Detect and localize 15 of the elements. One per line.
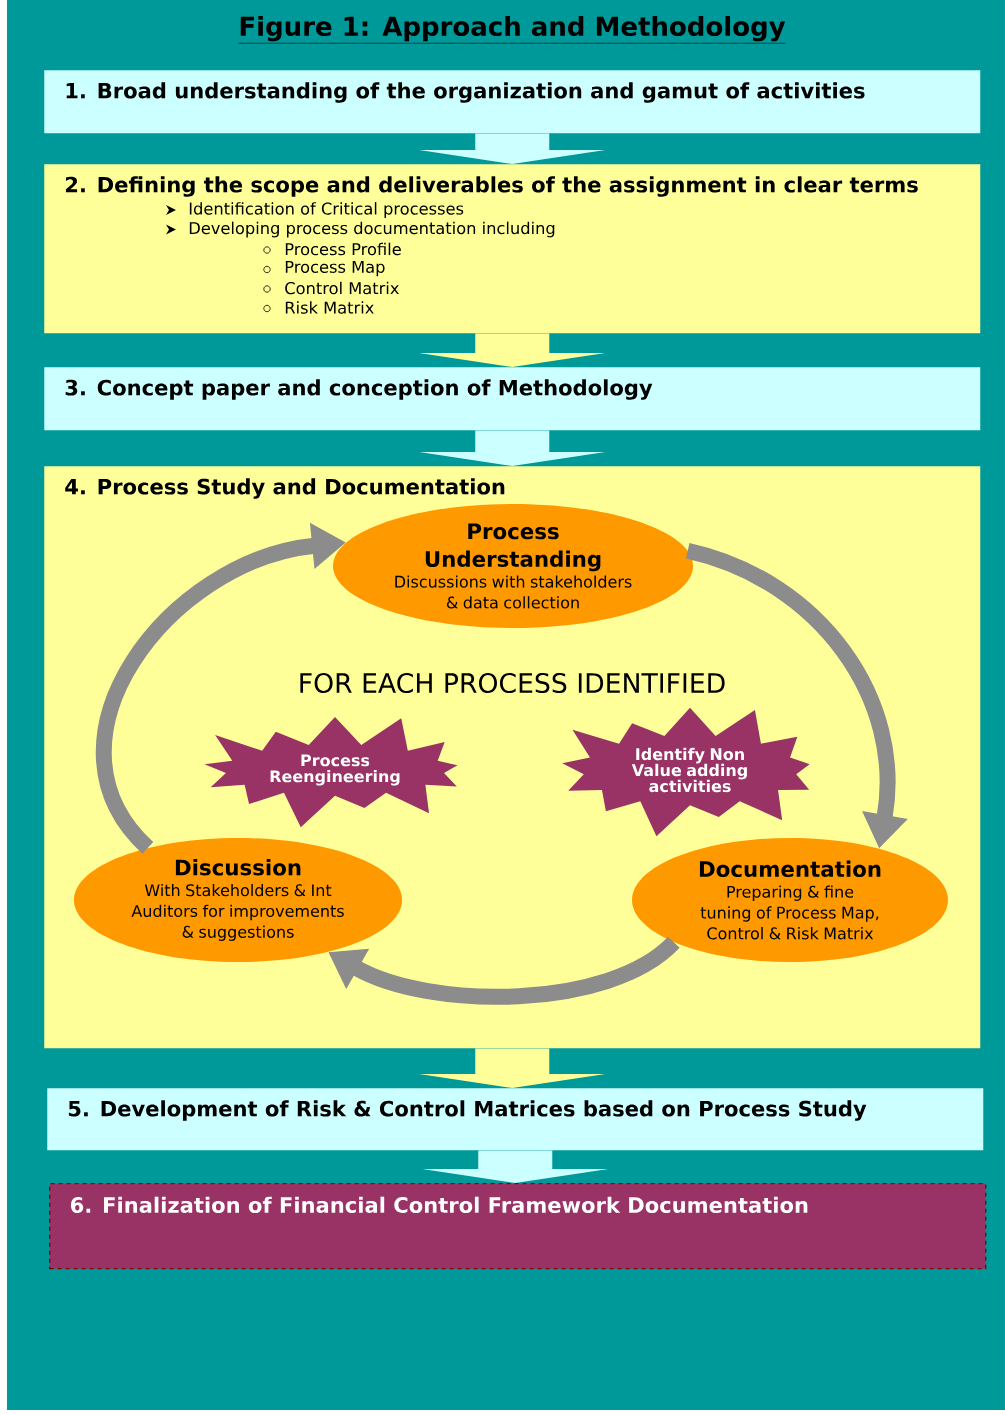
step-box: 6. Finalization of Financial Control Framework Documentation: [49, 1183, 987, 1270]
bullet-text: Identification of Critical processes: [189, 202, 464, 218]
step-box: 5. Development of Risk & Control Matrices based on Process Study: [47, 1088, 984, 1151]
starburst: Process Reengineering: [204, 717, 458, 828]
starburst: Identify Non Value adding activities: [562, 707, 810, 837]
caption-text: FOR EACH PROCESS IDENTIFIED: [300, 672, 725, 694]
bullet-text: Risk Matrix: [285, 301, 374, 314]
bullet-text: Developing process documentation including: [189, 221, 555, 238]
step-box: 1. Broad understanding of the organization and gamut of activities: [44, 70, 981, 134]
bullet-text: Process Map: [285, 260, 385, 277]
title: Figure 1: Approach and Methodology: [238, 16, 786, 44]
step-box: 3. Concept paper and conception of Methodology: [44, 367, 981, 431]
step-box: 2. Defining the scope and deliverables of the assignment in clear terms Identification of Critical processes Developing process documentation including Process Profile Process Map Control Matrix Risk Matrix: [44, 164, 981, 334]
bullet-text: Control Matrix: [285, 281, 399, 295]
bullet-text: Process Profile: [285, 242, 401, 256]
